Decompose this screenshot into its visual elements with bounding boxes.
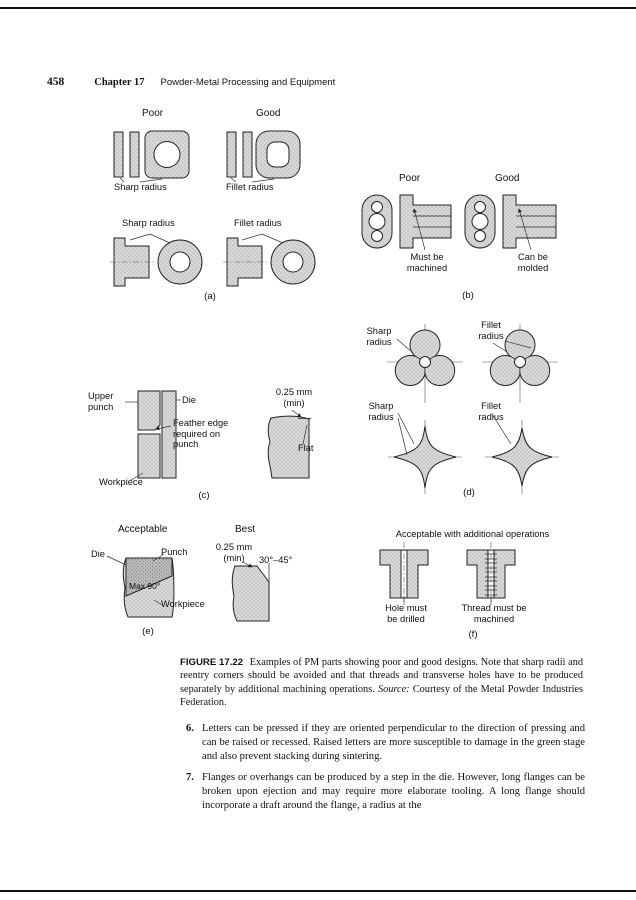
- figure-caption-tag: FIGURE 17.22: [180, 657, 244, 668]
- figure-caption-source-text: Courtesy of the Metal Powder Industries …: [180, 683, 584, 709]
- fig-d-fillet-radius-bottom-label: Fillet radius: [478, 401, 504, 422]
- fig-a-fillet-radius-bottom-label: Fillet radius: [234, 218, 282, 228]
- poor-star-part: [388, 420, 462, 494]
- good-star-part: [485, 420, 559, 494]
- fig-a-poor-label: Poor: [142, 108, 164, 119]
- subfigure-e: Acceptable Best Die Punch Max 90° Workpi…: [85, 520, 320, 645]
- figure-caption-text: Examples of PM parts showing poor and go…: [180, 657, 584, 695]
- hole-part-section: [379, 542, 429, 605]
- subfigure-f: Acceptable with additional operations Ho…: [360, 525, 585, 645]
- fig-c-upper-punch-label: Upper punch: [88, 391, 114, 412]
- fig-e-die-label: Die: [91, 549, 105, 559]
- fig-b-can-be-molded-label: Can be molded: [517, 252, 549, 273]
- subfigure-a: Poor Good Sharp radius Fillet radius Sha…: [100, 108, 330, 303]
- fig-d-sharp-radius-bottom-label: Sharp radius: [368, 401, 394, 422]
- running-header: 458 Chapter 17 Powder-Metal Processing a…: [47, 76, 335, 88]
- fig-d-tag: (d): [463, 487, 475, 498]
- list-item-6: 6. Letters can be pressed if they are or…: [186, 722, 585, 764]
- fig-c-die-label: Die: [182, 395, 196, 405]
- good-bushing-side-view: [223, 237, 269, 287]
- flat-edge-workpiece: [267, 415, 311, 479]
- fig-e-punch-label: Punch: [161, 547, 188, 557]
- thread-part-section: [466, 542, 516, 605]
- poor-bushing-front-view: [157, 239, 203, 285]
- figure-caption-source-label: Source:: [377, 683, 410, 695]
- fig-a-tag: (a): [204, 291, 216, 302]
- fig-b-tag: (b): [462, 290, 474, 301]
- subfigure-e-drawing: [106, 553, 270, 622]
- poor-flange-side-view: [399, 194, 452, 249]
- fig-f-thread-label: Thread must be machined: [461, 603, 527, 624]
- page-top-rule: [0, 7, 636, 9]
- fig-d-sharp-radius-top-label: Sharp radius: [366, 326, 392, 347]
- fig-a-good-label: Good: [256, 108, 281, 119]
- fig-e-acceptable-label: Acceptable: [118, 524, 168, 535]
- subfigure-f-drawing: [379, 542, 516, 605]
- subfigure-c-drawing: [125, 390, 311, 481]
- fig-c-feather-edge-label: Feather edge required on punch: [173, 418, 229, 450]
- list-item-7-number: 7.: [186, 771, 194, 783]
- die-block: [161, 390, 177, 479]
- fig-a-sharp-radius-bottom-label: Sharp radius: [122, 218, 175, 228]
- fig-f-tag: (f): [468, 629, 478, 640]
- poor-ring-front-view: [144, 130, 190, 179]
- list-item-6-text: Letters can be pressed if they are orien…: [202, 723, 585, 762]
- figure-caption: FIGURE 17.22 Examples of PM parts showin…: [180, 656, 583, 710]
- good-flange-front-view: [464, 194, 496, 249]
- fig-c-flat-label: Flat: [298, 443, 314, 453]
- upper-punch-block: [137, 390, 161, 431]
- fig-e-tag: (e): [142, 626, 154, 637]
- fig-b-good-label: Good: [495, 173, 520, 184]
- subfigure-d-drawing: [387, 324, 559, 494]
- poor-trilobe-part: [387, 324, 463, 403]
- subfigure-a-drawing: [110, 130, 316, 287]
- good-ring-front-view: [255, 130, 301, 179]
- good-flange-side-view: [502, 194, 557, 249]
- list-item-7: 7. Flanges or overhangs can be produced …: [186, 771, 585, 813]
- chapter-title: Powder-Metal Processing and Equipment: [160, 77, 336, 88]
- page-number: 458: [47, 76, 65, 88]
- fig-c-dimension-label: 0.25 mm (min): [275, 387, 313, 408]
- subfigure-c: Upper punch Die Feather edge required on…: [85, 385, 320, 505]
- fig-a-fillet-radius-top-label: Fillet radius: [226, 182, 274, 192]
- subfigure-b-drawing: [361, 194, 557, 251]
- fig-a-sharp-radius-top-label: Sharp radius: [114, 182, 167, 192]
- fig-e-angle-label: 30°–45°: [259, 555, 293, 565]
- fig-e-workpiece-label: Workpiece: [161, 599, 205, 609]
- poor-flange-front-view: [361, 194, 393, 249]
- subfigure-b: Poor Good Must be machined Can be molded…: [355, 170, 580, 301]
- list-item-7-text: Flanges or overhangs can be produced by …: [202, 771, 585, 811]
- fig-f-hole-label: Hole must be drilled: [385, 603, 427, 624]
- chapter-label: Chapter 17: [94, 77, 145, 88]
- fig-b-must-be-machined-label: Must be machined: [406, 252, 448, 273]
- good-ring-cross-section: [226, 131, 253, 178]
- fig-d-fillet-radius-top-label: Fillet radius: [478, 320, 504, 341]
- acceptable-die-section: [122, 557, 175, 618]
- poor-bushing-side-view: [110, 237, 156, 287]
- fig-e-dimension-label: 0.25 mm (min): [215, 542, 253, 563]
- poor-ring-cross-section: [113, 131, 140, 178]
- fig-c-workpiece-label: Workpiece: [99, 477, 143, 487]
- body-text-list: 6. Letters can be pressed if they are or…: [186, 722, 585, 820]
- fig-b-poor-label: Poor: [399, 173, 421, 184]
- list-item-6-number: 6.: [186, 723, 194, 734]
- page-bottom-rule: [0, 890, 636, 892]
- fig-f-title: Acceptable with additional operations: [395, 529, 550, 539]
- good-bushing-front-view: [270, 239, 316, 285]
- workpiece-block: [137, 433, 161, 479]
- fig-c-tag: (c): [198, 490, 210, 501]
- subfigure-d: Sharp radius Fillet radius Sharp radius …: [355, 315, 580, 505]
- fig-e-max-angle-label: Max 90°: [129, 581, 161, 591]
- fig-e-best-label: Best: [235, 524, 256, 535]
- best-workpiece-section: [231, 563, 270, 622]
